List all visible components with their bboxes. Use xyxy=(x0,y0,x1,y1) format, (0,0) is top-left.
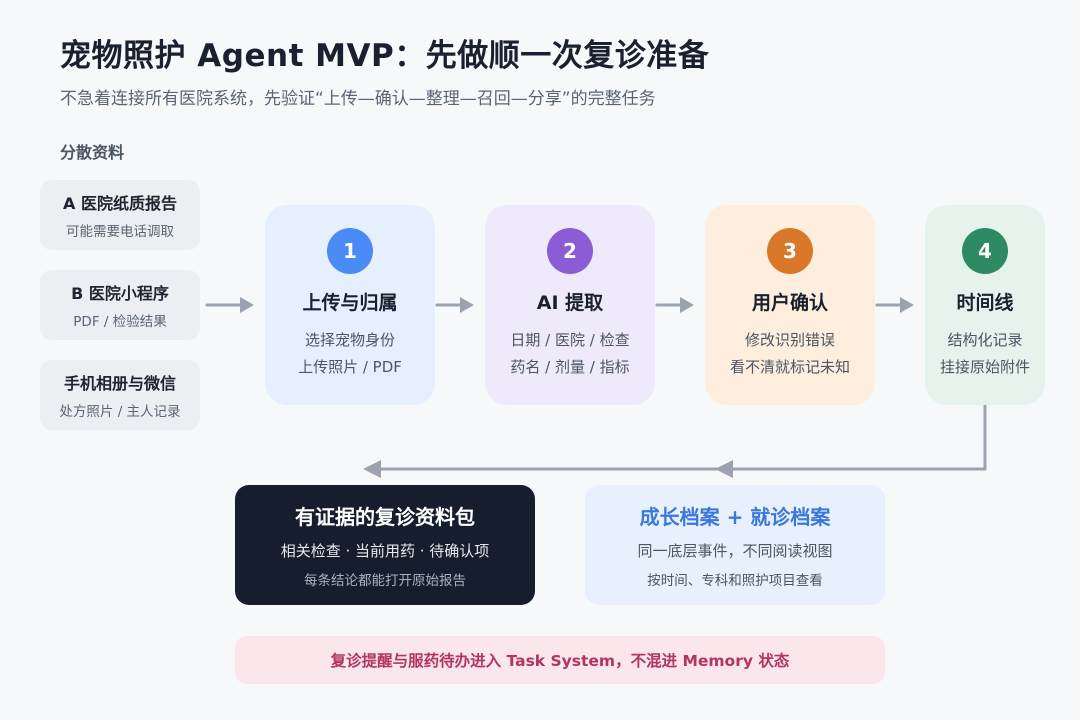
step-upload: 1 上传与归属 选择宠物身份 上传照片 / PDF xyxy=(265,205,435,405)
step-user-confirm: 3 用户确认 修改识别错误 看不清就标记未知 xyxy=(705,205,875,405)
step-name: 用户确认 xyxy=(751,292,828,314)
step-ai-extract: 2 AI 提取 日期 / 医院 / 检查 药名 / 剂量 / 指标 xyxy=(485,205,655,405)
source-title: B 医院小程序 xyxy=(71,284,169,303)
step-number-badge: 3 xyxy=(767,228,813,274)
growth-visit-archive: 成长档案 + 就诊档案 同一底层事件，不同阅读视图 按时间、专科和照护项目查看 xyxy=(585,485,885,605)
step-number-badge: 4 xyxy=(962,228,1008,274)
source-sub: 可能需要电话调取 xyxy=(66,224,174,240)
pack-detail: 相关检查 · 当前用药 · 待确认项 xyxy=(280,542,490,560)
page-title: 宠物照护 Agent MVP：先做顺一次复诊准备 xyxy=(60,38,710,74)
step-detail: 看不清就标记未知 xyxy=(729,358,850,376)
source-card-hospital-b: B 医院小程序 PDF / 检验结果 xyxy=(40,270,200,340)
step-detail: 结构化记录 xyxy=(947,331,1023,349)
step-detail: 选择宠物身份 xyxy=(304,331,395,349)
pack-note: 每条结论都能打开原始报告 xyxy=(304,573,466,589)
step-detail: 日期 / 医院 / 检查 xyxy=(510,331,630,349)
pack-title: 有证据的复诊资料包 xyxy=(295,505,475,529)
return-line xyxy=(376,403,987,471)
source-card-hospital-a: A 医院纸质报告 可能需要电话调取 xyxy=(40,180,200,250)
arrowhead xyxy=(240,297,254,313)
step-timeline: 4 时间线 结构化记录 挂接原始附件 xyxy=(925,205,1045,405)
archive-note: 按时间、专科和照护项目查看 xyxy=(647,573,823,589)
arrowhead xyxy=(363,460,381,478)
archive-title: 成长档案 + 就诊档案 xyxy=(639,505,831,529)
step-detail: 修改识别错误 xyxy=(744,331,835,349)
step-detail: 挂接原始附件 xyxy=(939,358,1030,376)
step-number-badge: 1 xyxy=(327,228,373,274)
step-number-badge: 2 xyxy=(547,228,593,274)
sources-label: 分散资料 xyxy=(60,143,125,162)
source-card-phone-wechat: 手机相册与微信 处方照片 / 主人记录 xyxy=(40,360,200,430)
step-name: AI 提取 xyxy=(536,292,604,314)
source-title: A 医院纸质报告 xyxy=(63,194,177,213)
step-detail: 药名 / 剂量 / 指标 xyxy=(510,358,630,376)
step-name: 时间线 xyxy=(956,292,1014,314)
page-subtitle: 不急着连接所有医院系统，先验证“上传—确认—整理—召回—分享”的完整任务 xyxy=(60,89,656,109)
arrowhead xyxy=(715,460,733,478)
task-system-notice: 复诊提醒与服药待办进入 Task System，不混进 Memory 状态 xyxy=(235,636,885,684)
arrowhead xyxy=(680,297,694,313)
archive-detail: 同一底层事件，不同阅读视图 xyxy=(637,542,833,560)
step-name: 上传与归属 xyxy=(302,292,398,314)
source-sub: PDF / 检验结果 xyxy=(73,314,167,330)
step-detail: 上传照片 / PDF xyxy=(298,358,402,376)
arrowhead xyxy=(900,297,914,313)
source-title: 手机相册与微信 xyxy=(63,374,176,393)
source-sub: 处方照片 / 主人记录 xyxy=(59,404,181,420)
arrowhead xyxy=(460,297,474,313)
revisit-evidence-pack: 有证据的复诊资料包 相关检查 · 当前用药 · 待确认项 每条结论都能打开原始报… xyxy=(235,485,535,605)
